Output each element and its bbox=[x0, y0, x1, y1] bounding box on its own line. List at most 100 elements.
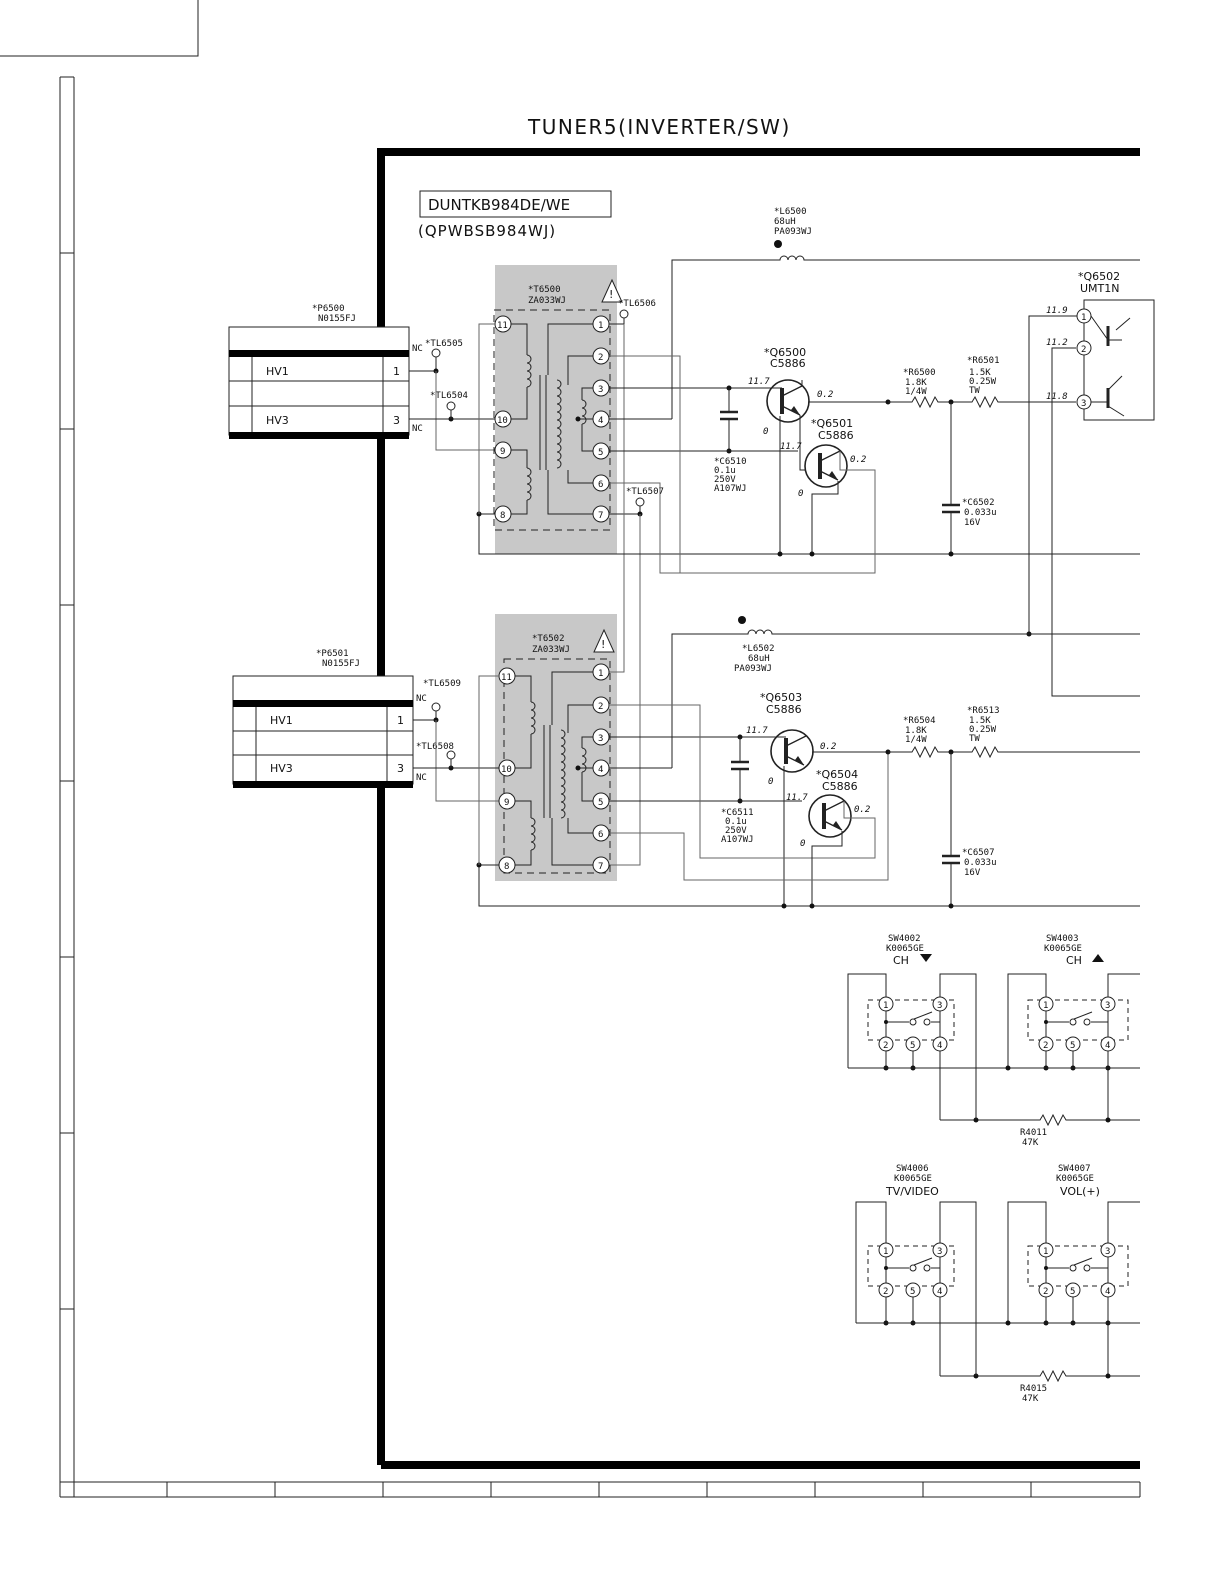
voltage-label: 0.2 bbox=[820, 742, 836, 752]
svg-text:K0065GE: K0065GE bbox=[886, 944, 924, 954]
svg-text:*P6501: *P6501 bbox=[316, 649, 349, 659]
voltage-label: 11.7 bbox=[786, 793, 808, 803]
q6504-ref: *Q6504 bbox=[816, 768, 858, 781]
tl6505-label: *TL6505 bbox=[425, 339, 463, 349]
svg-text:7: 7 bbox=[598, 862, 603, 872]
svg-text:3: 3 bbox=[1081, 399, 1086, 409]
resistor-r6500 bbox=[905, 396, 945, 408]
q6501-ref: *Q6501 bbox=[811, 417, 853, 430]
l6500-value: 68uH bbox=[774, 217, 796, 227]
svg-text:1: 1 bbox=[1081, 313, 1086, 323]
svg-text:CH: CH bbox=[1066, 954, 1082, 967]
resistor-r4015 bbox=[1033, 1370, 1073, 1382]
svg-text:HV3: HV3 bbox=[266, 414, 289, 427]
switch-sw4002[interactable]: SW4002 K0065GE CH 1 3 2 5 4 bbox=[847, 934, 977, 1120]
transistor-q6504 bbox=[807, 793, 853, 839]
svg-text:SW4003: SW4003 bbox=[1046, 934, 1079, 944]
voltage-label: 0 bbox=[798, 489, 803, 499]
svg-text:3: 3 bbox=[937, 1001, 942, 1011]
voltage-label: 0 bbox=[768, 777, 773, 787]
r4011-ref: R4011 bbox=[1020, 1128, 1047, 1138]
svg-text:K0065GE: K0065GE bbox=[1044, 944, 1082, 954]
svg-text:HV3: HV3 bbox=[270, 762, 293, 775]
q6502-part: UMT1N bbox=[1080, 282, 1120, 295]
c6511-ref: *C6511 bbox=[721, 808, 754, 818]
q6501-part: C5886 bbox=[818, 429, 854, 442]
tl6508-point bbox=[446, 750, 456, 760]
svg-text:!: ! bbox=[609, 288, 613, 301]
switch-sw4006[interactable]: SW4006 K0065GE TV/VIDEO 1 3 2 5 4 bbox=[855, 1164, 977, 1376]
voltage-label: 0.2 bbox=[817, 390, 833, 400]
c6507-value: 0.033u bbox=[964, 858, 997, 868]
svg-text:7: 7 bbox=[598, 511, 603, 521]
svg-text:11: 11 bbox=[497, 321, 508, 331]
r6504-ref: *R6504 bbox=[903, 716, 936, 726]
svg-text:3: 3 bbox=[598, 734, 603, 744]
svg-text:2: 2 bbox=[1043, 1287, 1048, 1297]
svg-text:5: 5 bbox=[1070, 1041, 1075, 1051]
r6500-ref: *R6500 bbox=[903, 368, 936, 378]
svg-text:SW4007: SW4007 bbox=[1058, 1164, 1091, 1174]
tl6508-label: *TL6508 bbox=[416, 742, 454, 752]
svg-text:1: 1 bbox=[598, 321, 603, 331]
l6502-value: 68uH bbox=[748, 654, 770, 664]
svg-text:SW4002: SW4002 bbox=[888, 934, 921, 944]
svg-text:6: 6 bbox=[598, 480, 603, 490]
c6502-rating: 16V bbox=[964, 518, 981, 528]
svg-text:8: 8 bbox=[504, 862, 509, 872]
tl6509-label: *TL6509 bbox=[423, 679, 461, 689]
switch-sw4003[interactable]: SW4003 K0065GE CH 1 3 2 5 4 bbox=[1007, 934, 1140, 1120]
svg-text:*T6500: *T6500 bbox=[528, 285, 561, 295]
r4015-value: 47K bbox=[1022, 1394, 1039, 1404]
svg-text:CH: CH bbox=[893, 954, 909, 967]
svg-text:10: 10 bbox=[501, 765, 512, 775]
sheet-title: TUNER5(INVERTER/SW) bbox=[527, 115, 791, 139]
transistor-q6503 bbox=[769, 728, 815, 774]
c6510-part: A107WJ bbox=[714, 484, 747, 494]
board-outline bbox=[377, 148, 1140, 1465]
tl6507-label: *TL6507 bbox=[626, 487, 664, 497]
svg-text:9: 9 bbox=[504, 798, 509, 808]
transformer-t6502: *T6502 ZA033WJ ! 11 10 9 8 1 2 3 4 5 6 7 bbox=[498, 628, 615, 874]
svg-text:ZA033WJ: ZA033WJ bbox=[528, 296, 566, 306]
r6513-type: TW bbox=[969, 734, 980, 744]
voltage-label: 11.8 bbox=[1046, 392, 1068, 402]
voltage-label: 0.2 bbox=[854, 805, 870, 815]
svg-text:2: 2 bbox=[598, 702, 603, 712]
r6504-value: 1.8K bbox=[905, 726, 927, 736]
voltage-label: 11.2 bbox=[1046, 338, 1068, 348]
svg-text:3: 3 bbox=[1105, 1247, 1110, 1257]
resistor-r6501 bbox=[965, 396, 1005, 408]
voltage-label: 0.2 bbox=[850, 455, 866, 465]
tl6506-point bbox=[619, 309, 629, 319]
svg-text:ZA033WJ: ZA033WJ bbox=[532, 645, 570, 655]
c6507-ref: *C6507 bbox=[962, 848, 995, 858]
r6500-value: 1.8K bbox=[905, 378, 927, 388]
svg-text:SW4006: SW4006 bbox=[896, 1164, 929, 1174]
svg-text:8: 8 bbox=[500, 511, 505, 521]
connector-p6500: *P6500 N0155FJ HV1 1 HV3 3 bbox=[228, 304, 410, 439]
svg-text:5: 5 bbox=[910, 1287, 915, 1297]
svg-text:1: 1 bbox=[598, 669, 603, 679]
c6510-value: 0.1u bbox=[714, 466, 736, 476]
svg-text:1: 1 bbox=[1043, 1001, 1048, 1011]
svg-text:1: 1 bbox=[1043, 1247, 1048, 1257]
c6507-rating: 16V bbox=[964, 868, 981, 878]
voltage-label: 0 bbox=[800, 839, 805, 849]
svg-text:5: 5 bbox=[1070, 1287, 1075, 1297]
svg-text:*T6502: *T6502 bbox=[532, 634, 565, 644]
c6511-value: 0.1u bbox=[725, 817, 747, 827]
voltage-label: 11.7 bbox=[746, 726, 768, 736]
nc-label: NC bbox=[412, 344, 423, 354]
r6501-ref: *R6501 bbox=[967, 356, 1000, 366]
c6510-ref: *C6510 bbox=[714, 457, 747, 467]
q6502-ref: *Q6502 bbox=[1078, 270, 1120, 283]
switch-sw4007[interactable]: SW4007 K0065GE VOL(+) 1 3 2 5 4 bbox=[1007, 1164, 1140, 1376]
r6513-value: 1.5K bbox=[969, 716, 991, 726]
svg-text:2: 2 bbox=[1043, 1041, 1048, 1051]
tl6509-point bbox=[431, 702, 441, 712]
svg-text:10: 10 bbox=[497, 416, 508, 426]
r4011-value: 47K bbox=[1022, 1138, 1039, 1148]
up-arrow-icon bbox=[1092, 954, 1104, 962]
